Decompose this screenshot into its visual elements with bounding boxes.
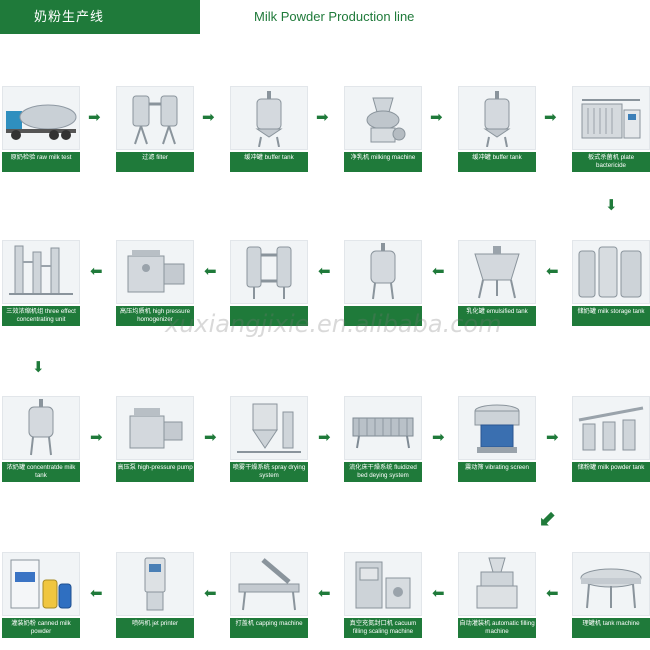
jacketed-tank-icon (344, 240, 422, 304)
arrow-left-icon: ⬅ (204, 262, 217, 280)
step-label: 流化床干燥系统 fluidized bed deying system (344, 462, 422, 482)
step-label: 原奶检验 raw milk test (2, 152, 80, 172)
homogenizer-icon (116, 240, 194, 304)
arrow-down-icon: ⬇ (605, 196, 618, 214)
arrow-left-icon: ⬅ (318, 584, 331, 602)
step-label: 理罐机 tank machine (572, 618, 650, 638)
inkjet-printer-icon (116, 552, 194, 616)
step-label: 喷雾干燥系统 spray drying system (230, 462, 308, 482)
arrow-left-icon: ⬅ (546, 262, 559, 280)
header: 奶粉生产线 Milk Powder Production line (0, 0, 650, 34)
spray-dryer-icon (230, 396, 308, 460)
step-label: 三效浓缩机组 three effect concentrating unit (2, 306, 80, 326)
arrow-left-icon: ⬅ (90, 584, 103, 602)
step-label: 灌装奶粉 canned milk powder (2, 618, 80, 638)
tanker-truck-icon (2, 86, 80, 150)
step-label: 净乳机 milking machine (344, 152, 422, 172)
step-label: 浓奶罐 concentratde milk tank (2, 462, 80, 482)
milk-powder-cans-icon (2, 552, 80, 616)
arrow-right-icon: ➡ (546, 428, 559, 446)
seaming-machine-icon (344, 552, 422, 616)
arrow-right-icon: ➡ (316, 108, 329, 126)
header-tab: 奶粉生产线 (0, 0, 200, 34)
step-label: 自动灌装机 automatic filling machine (458, 618, 536, 638)
arrow-right-icon: ➡ (90, 428, 103, 446)
twin-filter-icon (116, 86, 194, 150)
step-label: 震动筛 vibrating screen (458, 462, 536, 482)
step-label: 高压均质机 high pressure homogenizer (116, 306, 194, 326)
capping-machine-icon (230, 552, 308, 616)
plate-sterilizer-icon (572, 86, 650, 150)
step-label (344, 306, 422, 326)
arrow-right-icon: ➡ (204, 428, 217, 446)
arrow-down-icon: ⬇ (32, 358, 45, 376)
arrow-right-icon: ➡ (544, 108, 557, 126)
step-label: 真空充氮封口机 cacuum filling scaling machine (344, 618, 422, 638)
step-label: 缓冲罐 buffer tank (458, 152, 536, 172)
concentrate-tank-icon (2, 396, 80, 460)
duplex-filter-icon (230, 240, 308, 304)
arrow-right-icon: ➡ (202, 108, 215, 126)
vibrating-screen-icon (458, 396, 536, 460)
arrow-left-icon: ⬅ (318, 262, 331, 280)
arrow-left-icon: ⬅ (432, 584, 445, 602)
arrow-right-icon: ➡ (430, 108, 443, 126)
arrow-right-icon: ➡ (318, 428, 331, 446)
step-label: 过滤 filter (116, 152, 194, 172)
can-unscrambler-icon (572, 552, 650, 616)
arrow-left-icon: ⬅ (432, 262, 445, 280)
step-label: 缓冲罐 buffer tank (230, 152, 308, 172)
storage-silo-icon (572, 240, 650, 304)
arrow-down-left-icon: ⬋ (538, 507, 557, 532)
buffer-tank-icon (230, 86, 308, 150)
filling-machine-icon (458, 552, 536, 616)
step-label: 喷码机 jet printer (116, 618, 194, 638)
pressure-pump-icon (116, 396, 194, 460)
arrow-right-icon: ➡ (432, 428, 445, 446)
step-label: 高压泵 high-pressure pump (116, 462, 194, 482)
arrow-left-icon: ⬅ (546, 584, 559, 602)
arrow-right-icon: ➡ (88, 108, 101, 126)
powder-tank-icon (572, 396, 650, 460)
step-label: 储粉罐 milk powder tank (572, 462, 650, 482)
step-label: 板式杀菌机 plate bactericide (572, 152, 650, 172)
separator-icon (344, 86, 422, 150)
page-title: Milk Powder Production line (254, 9, 415, 24)
buffer-tank-icon (458, 86, 536, 150)
fluid-bed-dryer-icon (344, 396, 422, 460)
step-label (230, 306, 308, 326)
emulsifying-tank-icon (458, 240, 536, 304)
evaporator-icon (2, 240, 80, 304)
step-label: 打盖机 capping machine (230, 618, 308, 638)
step-label: 乳化罐 emulsified tank (458, 306, 536, 326)
arrow-left-icon: ⬅ (204, 584, 217, 602)
step-label: 储奶罐 milk storage tank (572, 306, 650, 326)
watermark: xuxiangjixie.en.alibaba.com (165, 310, 502, 338)
arrow-left-icon: ⬅ (90, 262, 103, 280)
